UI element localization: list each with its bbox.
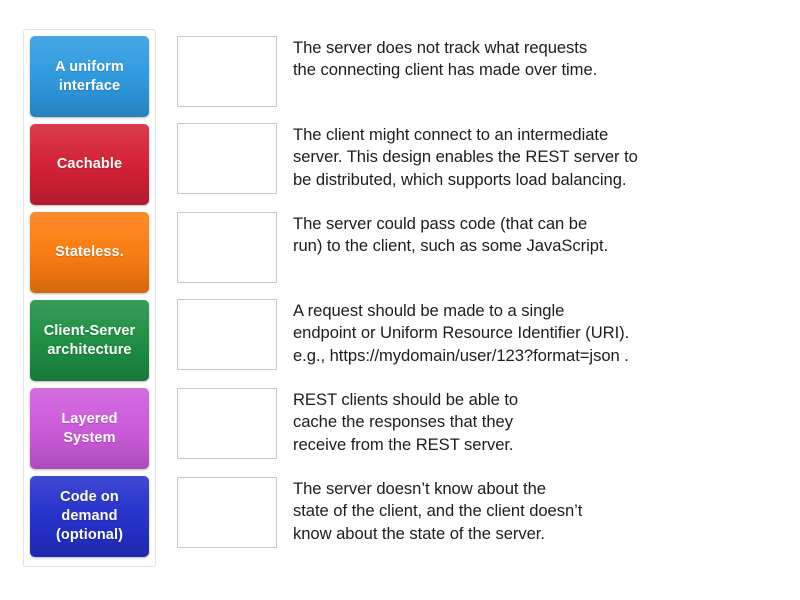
tile-label: A uniform interface xyxy=(55,58,124,94)
dropzone-1[interactable] xyxy=(177,36,277,107)
dropzone-6[interactable] xyxy=(177,477,277,548)
answer-text-6: The server doesn’t know about the state … xyxy=(293,479,583,543)
answer-text-1: The server does not track what requests … xyxy=(293,38,598,80)
tile-label: Client-Server architecture xyxy=(43,322,136,358)
draggable-tile-uniform-interface[interactable]: A uniform interface xyxy=(30,36,149,117)
dropzone-4[interactable] xyxy=(177,299,277,370)
answer-row: A request should be made to a single end… xyxy=(177,299,787,377)
tile-label: Cachable xyxy=(56,156,123,172)
draggable-tile-client-server-architecture[interactable]: Client-Server architecture xyxy=(30,300,149,381)
answer-row: The server could pass code (that can be … xyxy=(177,212,787,284)
dropzone-3[interactable] xyxy=(177,212,277,283)
answer-text-3: The server could pass code (that can be … xyxy=(293,214,609,256)
dropzone-2[interactable] xyxy=(177,123,277,194)
answer-text-2: The client might connect to an intermedi… xyxy=(293,125,638,189)
tile-label: Code on demand (optional) xyxy=(55,489,124,543)
draggable-tile-stateless[interactable]: Stateless. xyxy=(30,212,149,293)
answer-text-4: A request should be made to a single end… xyxy=(293,301,630,365)
dropzone-5[interactable] xyxy=(177,388,277,459)
tile-label: Layered System xyxy=(61,410,118,446)
draggable-tiles-panel: A uniform interface Cachable Stateless. … xyxy=(23,29,156,567)
draggable-tile-layered-system[interactable]: Layered System xyxy=(30,388,149,469)
answer-row: The server does not track what requests … xyxy=(177,36,787,108)
answer-row: REST clients should be able to cache the… xyxy=(177,388,787,466)
draggable-tile-code-on-demand[interactable]: Code on demand (optional) xyxy=(30,476,149,557)
answer-text-5: REST clients should be able to cache the… xyxy=(293,390,519,454)
answer-rows: The server does not track what requests … xyxy=(177,36,787,566)
draggable-tile-cachable[interactable]: Cachable xyxy=(30,124,149,205)
answer-row: The client might connect to an intermedi… xyxy=(177,123,787,201)
tile-label: Stateless. xyxy=(55,244,124,260)
answer-row: The server doesn’t know about the state … xyxy=(177,477,787,555)
